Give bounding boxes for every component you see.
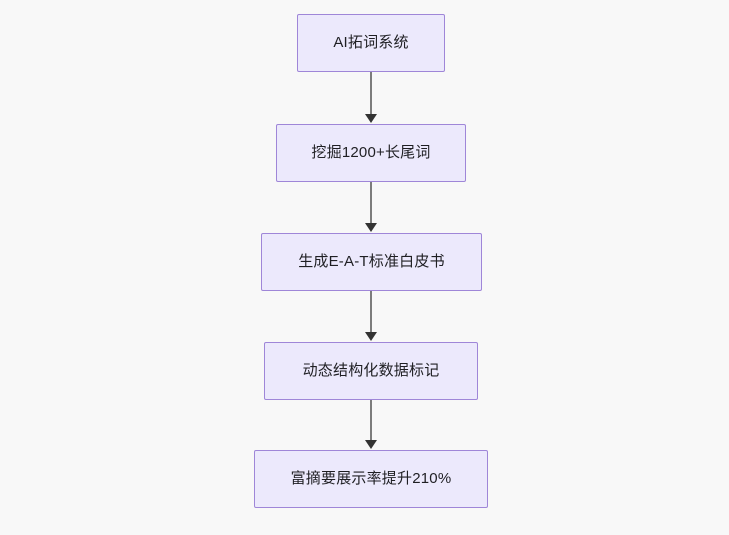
flowchart-connector-line-4 <box>370 400 372 441</box>
flowchart-connector-line-2 <box>370 182 372 224</box>
flowchart-arrowhead-icon-3 <box>365 332 377 341</box>
flowchart-arrowhead-icon-2 <box>365 223 377 232</box>
node-label: 挖掘1200+长尾词 <box>311 144 431 161</box>
flowchart-connector-line-1 <box>370 72 372 115</box>
node-label: 富摘要展示率提升210% <box>290 470 452 487</box>
flowchart-node-mine-longtail-keywords[interactable]: 挖掘1200+长尾词 <box>276 124 466 182</box>
flowchart-arrowhead-icon-4 <box>365 440 377 449</box>
flowchart-node-rich-snippet-rate-increase[interactable]: 富摘要展示率提升210% <box>254 450 488 508</box>
node-label: 生成E-A-T标准白皮书 <box>298 253 445 270</box>
flowchart-node-dynamic-structured-data-markup[interactable]: 动态结构化数据标记 <box>264 342 478 400</box>
flowchart-arrowhead-icon-1 <box>365 114 377 123</box>
flowchart-node-ai-keyword-system[interactable]: AI拓词系统 <box>297 14 445 72</box>
flowchart-connector-line-3 <box>370 291 372 333</box>
flowchart-node-generate-eat-whitepaper[interactable]: 生成E-A-T标准白皮书 <box>261 233 482 291</box>
node-label: AI拓词系统 <box>333 34 409 51</box>
node-label: 动态结构化数据标记 <box>302 362 440 379</box>
